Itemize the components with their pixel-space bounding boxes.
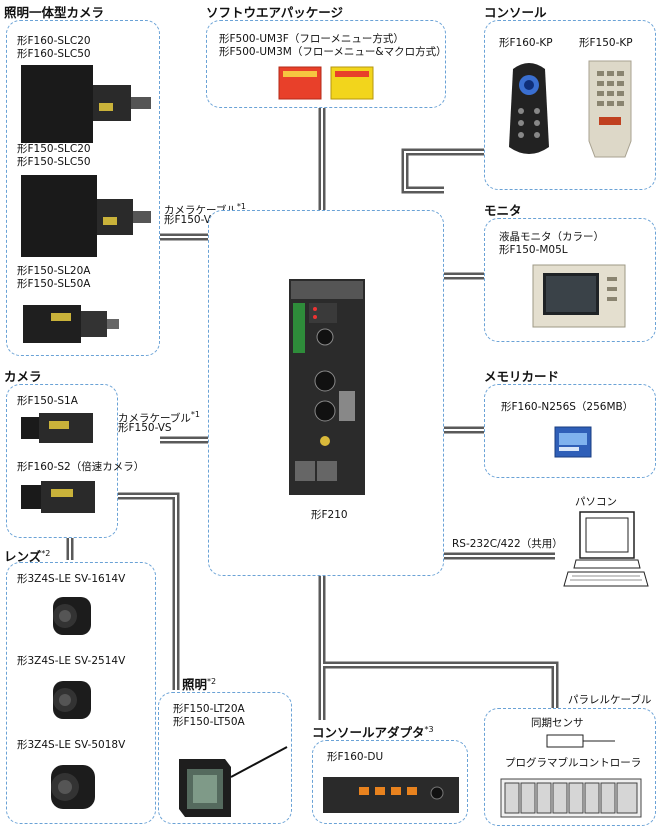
model-label: 形F150-SL20A [17, 265, 91, 277]
section-title-console-adapter: コンソールアダプタ*3 [312, 724, 434, 740]
model-label: 形F160-SLC20 [17, 35, 91, 47]
lighting-box: 形F150-LT20A 形F150-LT50A [158, 692, 292, 824]
console-kp-image [509, 63, 549, 154]
camera-box: 形F150-S1A 形F160-S2（倍速カメラ） [6, 384, 144, 538]
model-label: 形F160-S2（倍速カメラ） [17, 461, 145, 473]
parallel-cable-label: パラレルケーブル [568, 694, 652, 706]
console-adapter-image [323, 777, 459, 813]
model-label: 形3Z4S-LE SV-1614V [17, 573, 126, 585]
controller-label: 形F210 [311, 509, 348, 521]
model-label: 形F150-SLC20 [17, 143, 91, 155]
sync-sensor-image [546, 734, 615, 748]
controller-image [289, 279, 365, 495]
lighting-camera-image [21, 175, 151, 257]
lens-image [53, 681, 91, 719]
pc-image [563, 511, 649, 587]
camera-cable-label: カメラケーブル*1 [118, 410, 200, 425]
lighting-camera-box: 形F160-SLC20 形F160-SLC50 形F150-SLC20 形F15… [6, 20, 160, 356]
section-title-pc: パソコン [575, 496, 617, 508]
lighting-camera-image [23, 305, 119, 343]
monitor-image [532, 264, 626, 328]
plc-image [500, 778, 642, 818]
model-label: 形F150-SL50A [17, 278, 91, 290]
software-box: 形F500-UM3F（フローメニュー方式） 形F500-UM3M（フローメニュー… [206, 20, 447, 108]
model-label: 形F160-KP [499, 37, 553, 49]
sync-sensor-label: 同期センサ [531, 717, 584, 729]
model-label: 形F500-UM3M（フローメニュー&マクロ方式） [219, 46, 447, 58]
lens-box: 形3Z4S-LE SV-1614V 形3Z4S-LE SV-2514V 形3Z4… [6, 562, 156, 824]
section-title-lens: レンズ*2 [4, 548, 51, 564]
memory-card-box: 形F160-N256S（256MB） [484, 384, 656, 478]
parallel-box: 同期センサ プログラマブルコントローラ [484, 708, 656, 826]
model-label: 形F160-SLC50 [17, 48, 91, 60]
wire-parallel [322, 661, 559, 710]
model-label: 形F150-LT50A [173, 716, 245, 728]
console-adapter-box: 形F160-DU [312, 740, 468, 824]
section-title-camera: カメラ [4, 369, 42, 384]
section-title-memory-card: メモリカード [484, 369, 560, 384]
model-label: 形F150-KP [579, 37, 633, 49]
section-title-lighting: 照明*2 [182, 676, 217, 692]
camera-image [21, 413, 93, 443]
model-label: 形F500-UM3F（フローメニュー方式） [219, 33, 404, 45]
lighting-camera-image [21, 65, 151, 143]
lighting-image [179, 746, 288, 817]
console-box: 形F160-KP 形F150-KP [484, 20, 656, 190]
model-label: 形F150-M05L [499, 244, 568, 256]
console-kp-image [588, 60, 632, 158]
camera-image [21, 481, 95, 513]
pc-cable-label: RS-232C/422（共用） [452, 538, 563, 550]
controller-box: 形F210 [208, 210, 444, 576]
camera-cable-model: 形F150-VS [164, 214, 218, 226]
section-title-software: ソフトウエアパッケージ [206, 5, 344, 20]
model-label: 形F150-SLC50 [17, 156, 91, 168]
plc-label: プログラマブルコントローラ [505, 757, 642, 769]
monitor-box: 液晶モニタ（カラー） 形F150-M05L [484, 218, 656, 342]
wire-console [401, 148, 484, 194]
section-title-monitor: モニタ [484, 203, 522, 218]
model-label: 形3Z4S-LE SV-2514V [17, 655, 126, 667]
section-title-lighting-camera: 照明一体型カメラ [4, 5, 105, 20]
memory-card-image [554, 426, 592, 458]
model-label: 形F160-N256S（256MB） [501, 401, 634, 413]
model-label: 液晶モニタ（カラー） [499, 231, 604, 243]
lens-image [53, 597, 91, 635]
lens-image [51, 765, 95, 809]
model-label: 形F150-S1A [17, 395, 78, 407]
model-label: 形3Z4S-LE SV-5018V [17, 739, 126, 751]
section-title-console: コンソール [484, 5, 547, 20]
camera-cable-model: 形F150-VS [118, 422, 172, 434]
software-package-image [278, 66, 374, 100]
model-label: 形F150-LT20A [173, 703, 245, 715]
model-label: 形F160-DU [327, 751, 384, 763]
